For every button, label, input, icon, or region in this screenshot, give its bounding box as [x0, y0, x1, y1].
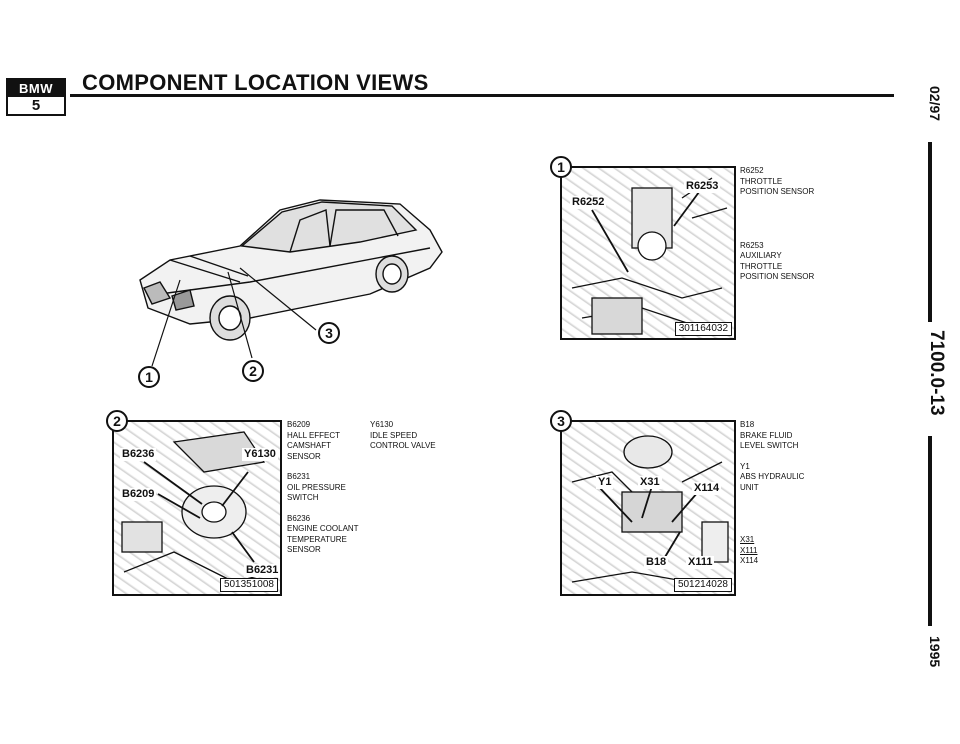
photo-id-301164032: 301164032 — [674, 322, 732, 336]
panel-callout-3: 3 — [550, 410, 572, 432]
legend-panel-2-column-2: Y6130 IDLE SPEED CONTROL VALVE — [370, 420, 436, 452]
legend-y6130-code: Y6130 — [370, 420, 394, 429]
photo-label-x31: X31 — [638, 476, 662, 489]
legend-y6130-line2: CONTROL VALVE — [370, 441, 436, 450]
legend-b6231-line1: OIL PRESSURE — [287, 482, 346, 492]
margin-rule-upper — [928, 142, 932, 322]
margin-rule-lower — [928, 436, 932, 626]
legend-y1-line1: ABS HYDRAULIC — [740, 472, 805, 481]
legend-b18-line1: BRAKE FLUID — [740, 430, 793, 440]
page-title: COMPONENT LOCATION VIEWS — [82, 70, 429, 95]
photo-label-x111: X111 — [686, 556, 715, 569]
legend-r6253-code: R6253 — [740, 240, 764, 250]
legend-r6253-line2: THROTTLE — [740, 261, 783, 271]
legend-b6236-code: B6236 — [287, 513, 311, 523]
legend-b6209-line2: CAMSHAFT — [287, 441, 331, 450]
photo-panel-engine: B6236 Y6130 B6209 B6231 501351008 — [112, 420, 282, 596]
legend-y6130-line1: IDLE SPEED — [370, 430, 418, 440]
legend-b6231-line2: SWITCH — [287, 493, 319, 502]
photo-label-x114: X114 — [692, 482, 722, 495]
panel-callout-2: 2 — [106, 410, 128, 432]
logo-brand-text: BMW — [8, 80, 64, 97]
legend-b6209-line3: SENSOR — [287, 451, 321, 461]
overview-callout-3: 3 — [318, 322, 340, 344]
photo-id-501214028: 501214028 — [673, 578, 732, 592]
legend-b6236-line1: ENGINE COOLANT — [287, 524, 359, 533]
legend-b18-code: B18 — [740, 420, 755, 429]
photo-label-b18: B18 — [644, 556, 669, 569]
car-overview-illustration — [130, 190, 450, 390]
margin-date: 02/97 — [927, 86, 943, 122]
legend-y1-line2: UNIT — [740, 482, 759, 492]
legend-b6236-line2: TEMPERATURE — [287, 534, 347, 544]
photo-id-501351008: 501351008 — [219, 578, 278, 592]
photo-label-b6209: B6209 — [120, 488, 157, 501]
photo-label-r6253: R6253 — [684, 180, 721, 193]
legend-b6209-code: B6209 — [287, 420, 311, 429]
bmw-5-series-logo: BMW 5 — [6, 78, 66, 116]
legend-r6252-line2: POSITION SENSOR — [740, 187, 815, 196]
margin-section-code: 7100.0-13 — [926, 330, 947, 416]
legend-r6252-line1: THROTTLE — [740, 176, 783, 186]
legend-panel-1: R6252 THROTTLE POSITION SENSOR R6253 AUX… — [740, 166, 814, 283]
photo-label-b6236: B6236 — [120, 448, 157, 461]
legend-b18-line2: LEVEL SWITCH — [740, 441, 799, 450]
abs-photo-art — [571, 435, 729, 587]
legend-b6236-line3: SENSOR — [287, 545, 321, 554]
legend-y1-code: Y1 — [740, 461, 750, 471]
photo-label-y6130: Y6130 — [242, 448, 278, 461]
photo-label-b6231: B6231 — [244, 564, 280, 577]
legend-connector-x31: X31 — [740, 535, 755, 544]
header-divider — [70, 94, 894, 97]
legend-r6253-line1: AUXILIARY — [740, 251, 782, 260]
logo-series-text: 5 — [31, 97, 41, 114]
legend-r6252-code: R6252 — [740, 166, 764, 175]
overview-callout-2: 2 — [242, 360, 264, 382]
legend-b6209-line1: HALL EFFECT — [287, 430, 341, 440]
legend-r6253-line3: POSITION SENSOR — [740, 272, 815, 281]
legend-connector-x111: X111 — [740, 545, 758, 555]
photo-panel-abs-unit: Y1 X31 X114 B18 X111 501214028 — [560, 420, 736, 596]
legend-panel-3: B18 BRAKE FLUID LEVEL SWITCH Y1 ABS HYDR… — [740, 420, 804, 567]
legend-connector-x114: X114 — [740, 556, 759, 565]
panel-callout-1: 1 — [550, 156, 572, 178]
overview-callout-1: 1 — [138, 366, 160, 388]
car-drawing — [139, 199, 443, 367]
photo-label-r6252: R6252 — [570, 196, 607, 209]
legend-b6231-code: B6231 — [287, 472, 311, 481]
photo-panel-throttle: R6253 R6252 301164032 — [560, 166, 736, 340]
photo-label-y1: Y1 — [596, 476, 614, 489]
legend-panel-2: B6209 HALL EFFECT CAMSHAFT SENSOR B6231 … — [287, 420, 359, 556]
margin-year: 1995 — [927, 636, 943, 668]
engine-photo-art — [121, 431, 275, 583]
throttle-photo-art — [571, 177, 728, 335]
